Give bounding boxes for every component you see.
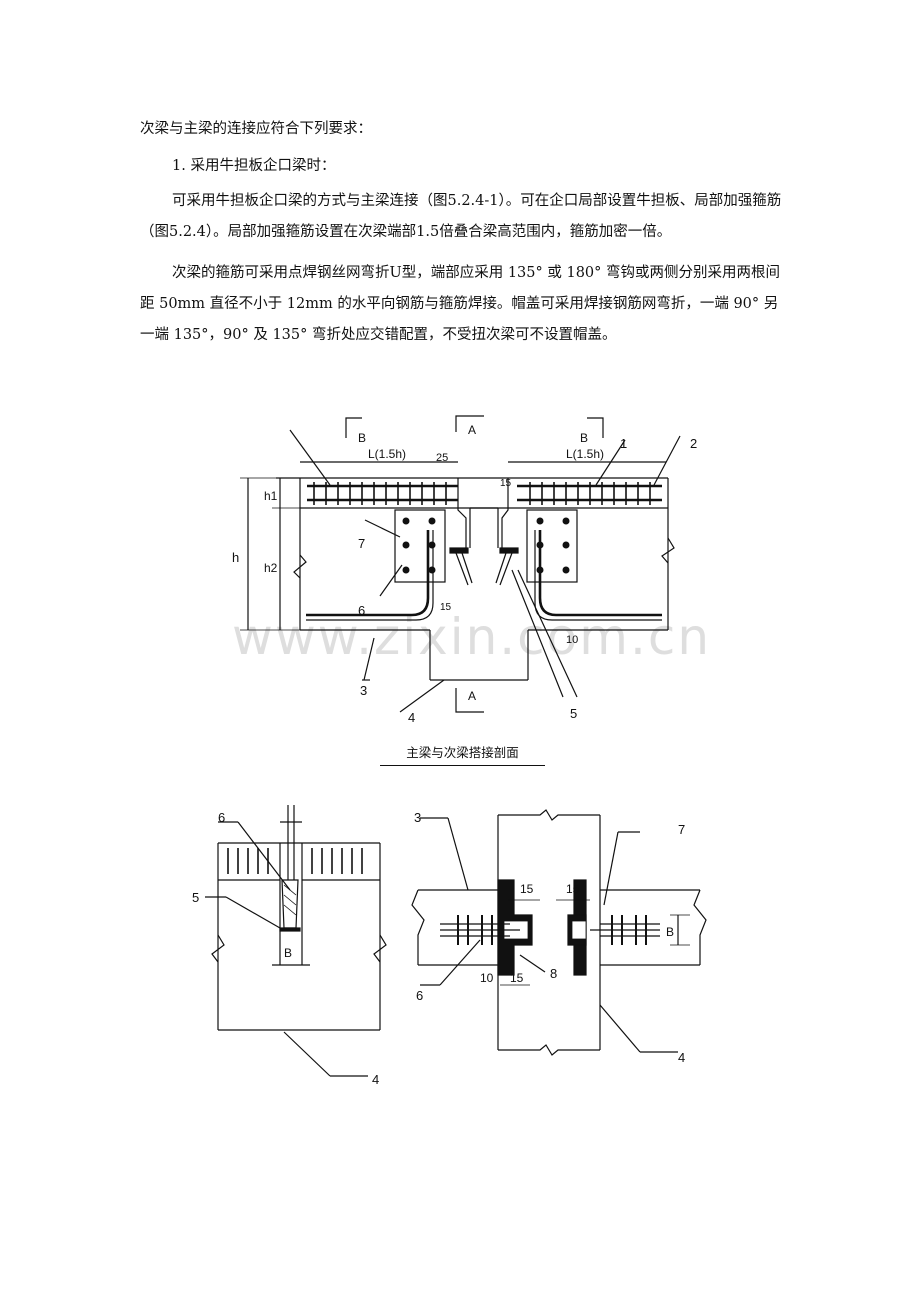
len-left: L(1.5h): [368, 447, 406, 461]
beam-section-drawing: B B A A L(1.5h) L(1.5h) 25 15 15 10 h h1…: [232, 415, 697, 725]
label-2: 2: [690, 436, 697, 451]
label-7: 7: [358, 536, 365, 551]
br-label-7: 7: [678, 822, 685, 837]
intro-text: 次梁与主梁的连接应符合下列要求：: [140, 121, 372, 137]
watermark: www.zixin.com.cn: [232, 608, 712, 666]
label-4: 4: [408, 710, 415, 725]
dim-15-mid: 15: [440, 602, 452, 613]
dim-10: 10: [566, 634, 578, 646]
label-5: 5: [570, 706, 577, 721]
br-dim-15-b: 15: [566, 882, 580, 896]
section-b-left: B: [358, 431, 366, 445]
label-1: 1: [620, 436, 627, 451]
br-dim-15-c: 15: [510, 971, 524, 985]
dim-h1: h1: [264, 489, 278, 503]
len-right: L(1.5h): [566, 447, 604, 461]
label-6: 6: [358, 603, 365, 618]
br-dim-15-a: 15: [520, 882, 534, 896]
br-label-8: 8: [550, 966, 557, 981]
br-label-6: 6: [416, 988, 423, 1003]
bl-b: B: [284, 946, 292, 960]
paragraph-1: 可采用牛担板企口梁的方式与主梁连接（图5.2.4-1）。可在企口局部设置牛担板、…: [140, 193, 782, 240]
item-1-heading: 1. 采用牛担板企口梁时：: [172, 158, 336, 174]
dim-h: h: [232, 550, 239, 565]
section-b-right: B: [580, 431, 588, 445]
section-a-bottom: A: [468, 689, 476, 703]
br-dim-10: 10: [480, 971, 494, 985]
label-3: 3: [360, 683, 367, 698]
bl-label-5: 5: [192, 890, 199, 905]
bl-label-4: 4: [372, 1072, 379, 1087]
paragraph-2: 次梁的箍筋可采用点焊钢丝网弯折U型，端部应采用 135° 或 180° 弯钩或两…: [140, 265, 781, 343]
br-label-3: 3: [414, 810, 421, 825]
dim-15-top: 15: [500, 478, 512, 489]
bl-label-6: 6: [218, 810, 225, 825]
br-b: B: [666, 925, 674, 939]
br-label-4: 4: [678, 1050, 685, 1065]
section-a-top: A: [468, 423, 476, 437]
dim-h2: h2: [264, 561, 278, 575]
dim-25: 25: [436, 452, 448, 464]
figure-caption: 主梁与次梁搭接剖面: [380, 742, 545, 766]
